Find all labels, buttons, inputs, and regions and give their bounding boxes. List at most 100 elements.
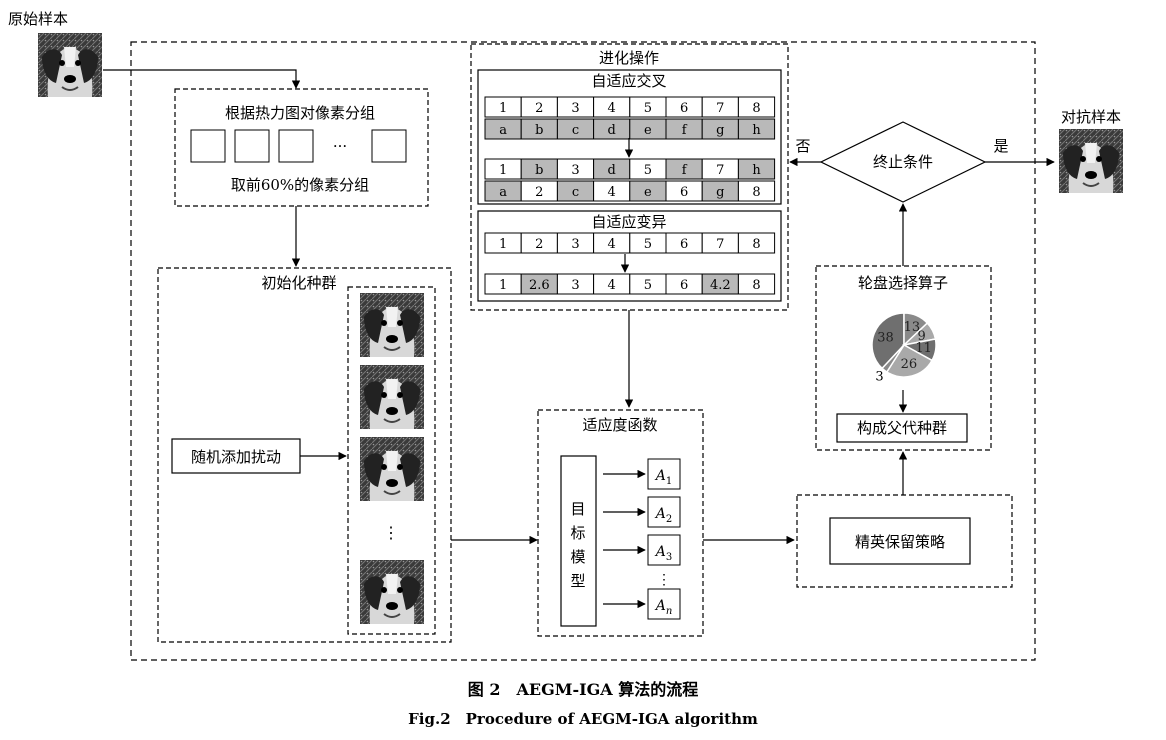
gene-value: 4 xyxy=(608,101,616,116)
gene-value: c xyxy=(572,185,579,200)
random-perturb-box xyxy=(171,438,301,474)
gene-value: 7 xyxy=(716,101,724,116)
gene-value: 5 xyxy=(644,101,652,116)
target-model-char-1: 目 xyxy=(570,500,585,518)
gene-value: 3 xyxy=(571,237,579,252)
pixel-group-3 xyxy=(278,129,314,163)
output-box-1 xyxy=(647,458,681,490)
pie-label: 26 xyxy=(901,357,918,372)
pixel-group-2 xyxy=(234,129,270,163)
gene-cell xyxy=(737,118,776,140)
output-ellipsis: ⋮ xyxy=(657,572,671,588)
pie-label: 9 xyxy=(918,329,926,344)
gene-value: 7 xyxy=(716,163,724,178)
termination-label: 终止条件 xyxy=(873,153,933,171)
gene-value: 4 xyxy=(608,185,616,200)
gene-value: 6 xyxy=(680,237,688,252)
top60-label: 取前60%的像素分组 xyxy=(231,176,369,194)
gene-value: 6 xyxy=(680,185,688,200)
pie-label: 11 xyxy=(915,341,932,356)
target-model-char-4: 型 xyxy=(570,572,585,590)
evolution-label: 进化操作 xyxy=(599,49,659,67)
gene-value: c xyxy=(572,123,579,138)
termination-diamond xyxy=(819,121,987,203)
gene-cell xyxy=(737,158,776,180)
output-box-n xyxy=(647,588,681,620)
gene-value: h xyxy=(752,123,761,138)
adversarial-sample-image xyxy=(1058,128,1124,194)
group-ellipsis: ··· xyxy=(333,137,347,155)
original-sample-image xyxy=(37,32,103,98)
output-a1: A1 xyxy=(654,468,673,487)
gene-value: e xyxy=(644,185,652,200)
gene-cell xyxy=(737,96,776,118)
gene-value: 6 xyxy=(680,101,688,116)
target-model-box xyxy=(560,455,597,627)
gene-value: d xyxy=(608,123,616,138)
gene-value: f xyxy=(682,163,688,178)
figure-caption-zh: 图 2 AEGM-IGA 算法的流程 xyxy=(467,680,699,699)
gene-value: 2 xyxy=(535,101,543,116)
gene-value: 8 xyxy=(752,185,760,200)
gene-value: 2.6 xyxy=(529,278,550,293)
gene-value: g xyxy=(716,185,724,200)
gene-cell xyxy=(737,273,776,295)
gene-cell xyxy=(737,232,776,254)
figure-caption-en: Fig.2 Procedure of AEGM-IGA algorithm xyxy=(408,710,758,728)
gene-value: 5 xyxy=(644,237,652,252)
gene-value: 3 xyxy=(571,101,579,116)
elite-inner-box xyxy=(829,517,971,565)
gene-value: 3 xyxy=(571,163,579,178)
target-model-char-2: 标 xyxy=(570,524,585,542)
gene-value: 7 xyxy=(716,237,724,252)
gene-value: h xyxy=(752,163,761,178)
output-box-2 xyxy=(647,496,681,528)
crossover-child2-row: a 2 c 4 e 6 g 8 xyxy=(484,180,776,202)
gene-value: 2 xyxy=(535,185,543,200)
roulette-label: 轮盘选择算子 xyxy=(858,274,948,292)
pixel-group-1 xyxy=(190,129,226,163)
fitness-label: 适应度函数 xyxy=(582,416,657,434)
gene-value: 1 xyxy=(499,163,507,178)
gene-value: 6 xyxy=(680,278,688,293)
parent-population-box xyxy=(836,413,968,443)
crossover-label: 自适应交叉 xyxy=(591,72,666,90)
no-label: 否 xyxy=(795,137,810,155)
gene-value: g xyxy=(716,123,724,138)
output-a2: A2 xyxy=(654,506,673,525)
original-sample-label: 原始样本 xyxy=(8,10,68,28)
pie-label: 3 xyxy=(875,370,883,385)
parent-population-label: 构成父代种群 xyxy=(857,419,947,437)
gene-value: b xyxy=(535,123,543,138)
pie-slice xyxy=(871,312,905,370)
gene-value: 4.2 xyxy=(710,278,731,293)
population-image-3 xyxy=(359,436,425,502)
gene-value: 5 xyxy=(644,278,652,293)
pie-slice xyxy=(885,344,934,378)
gene-value: 8 xyxy=(752,278,760,293)
output-an: An xyxy=(654,598,673,617)
gene-value: f xyxy=(682,123,688,138)
outer-frame xyxy=(130,41,1036,661)
population-ellipsis: ⋮ xyxy=(383,523,399,542)
gene-value: d xyxy=(608,163,616,178)
gene-value: 4 xyxy=(608,278,616,293)
elite-label: 精英保留策略 xyxy=(855,533,945,551)
gene-value: e xyxy=(644,123,652,138)
init-population-label: 初始化种群 xyxy=(261,274,336,292)
pixel-group-n xyxy=(371,129,407,163)
gene-value: 1 xyxy=(499,278,507,293)
flowchart: 原始样本 根据热力图对像素分组 ··· 取前60%的像素分组 初始化种群 ⋮ 随… xyxy=(8,10,1124,661)
population-image-n xyxy=(359,559,425,625)
gene-value: a xyxy=(499,185,507,200)
gene-value: 1 xyxy=(499,237,507,252)
yes-label: 是 xyxy=(993,137,1008,155)
pie-label: 38 xyxy=(877,331,894,346)
gene-value: b xyxy=(535,163,543,178)
